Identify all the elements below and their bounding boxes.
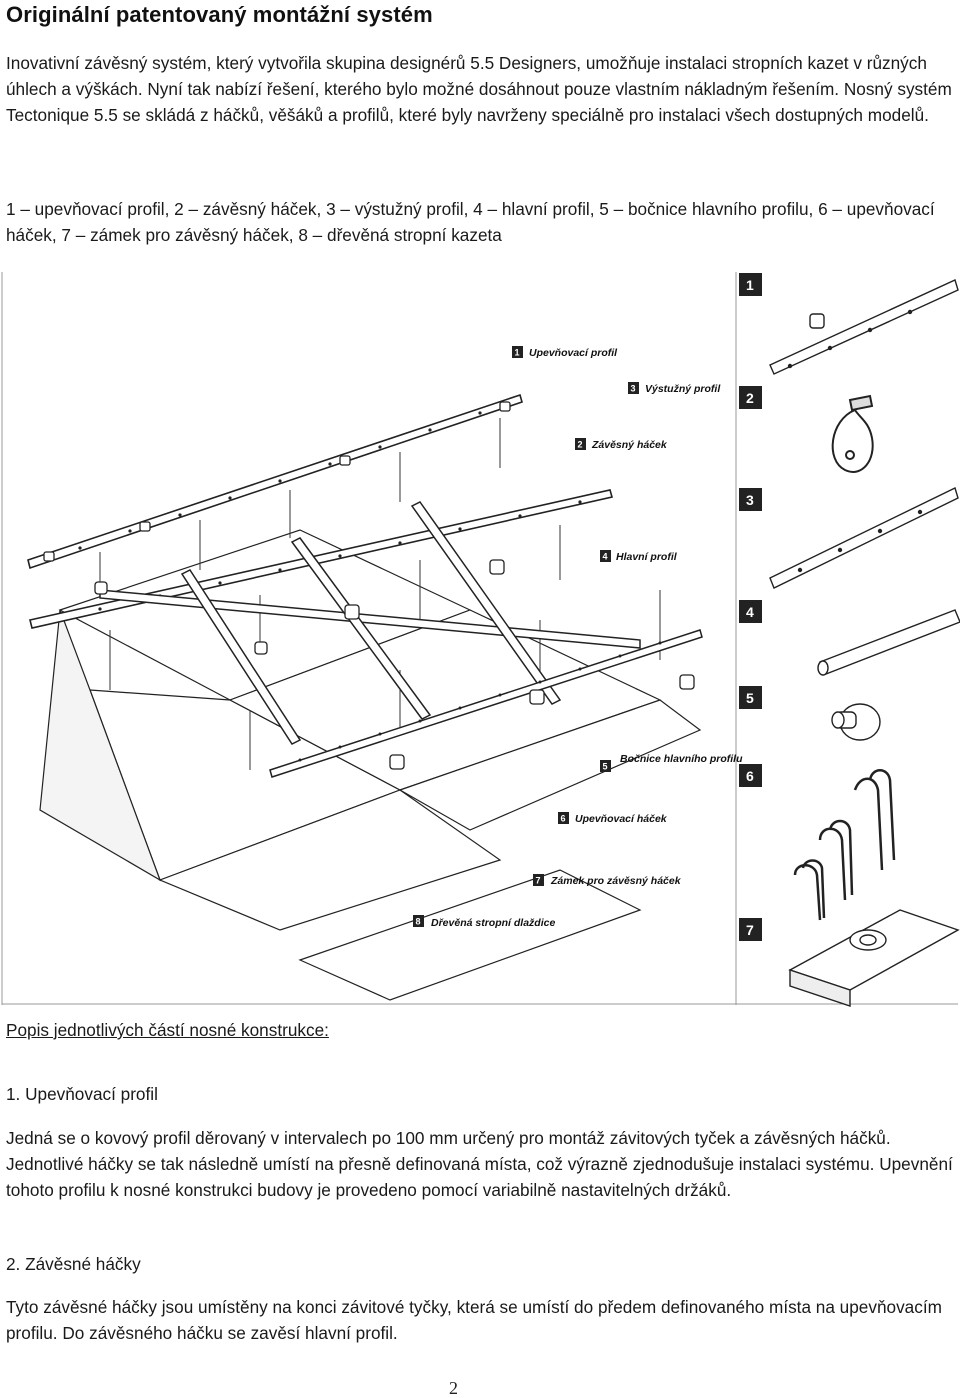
svg-text:7: 7 [746, 922, 754, 938]
item-1-title: 1. Upevňovací profil [6, 1084, 158, 1104]
svg-text:8: 8 [416, 917, 421, 927]
callout-6: 6 Upevňovací háček [558, 812, 668, 825]
svg-text:5: 5 [746, 690, 754, 706]
callout-4: 4 Hlavní profil [600, 550, 678, 563]
svg-text:Výstužný profil: Výstužný profil [645, 383, 721, 395]
svg-text:Bočnice hlavního profilu: Bočnice hlavního profilu [620, 753, 743, 765]
svg-text:Hlavní profil: Hlavní profil [616, 551, 678, 563]
page-title: Originální patentovaný montážní systém [6, 2, 433, 27]
detail-number-1: 1 [739, 273, 762, 296]
svg-text:Upevňovací háček: Upevňovací háček [575, 813, 668, 825]
svg-text:Upevňovací profil: Upevňovací profil [529, 347, 618, 359]
side-cap-detail [831, 703, 881, 741]
detail-number-2: 2 [739, 386, 762, 409]
svg-text:Dřevěná stropní dlaždice: Dřevěná stropní dlaždice [431, 917, 555, 929]
detail-number-7: 7 [739, 918, 762, 941]
ceiling-system-figure: 1 Upevňovací profil 3 Výstužný profil 2 … [0, 270, 960, 1007]
main-profile-holes [298, 641, 662, 762]
exploded-diagram: 1 Upevňovací profil 3 Výstužný profil 2 … [1, 272, 960, 1007]
section-heading: Popis jednotlivých částí nosné konstrukc… [6, 1020, 329, 1040]
callout-8: 8 Dřevěná stropní dlaždice [413, 915, 555, 929]
svg-text:6: 6 [746, 768, 754, 784]
main-profile-detail [817, 609, 960, 676]
svg-text:4: 4 [603, 552, 608, 562]
svg-text:Závěsný háček: Závěsný háček [591, 439, 668, 451]
callout-5: 5 Bočnice hlavního profilu [600, 753, 743, 772]
svg-text:1: 1 [746, 277, 754, 293]
svg-text:6: 6 [561, 814, 566, 824]
detail-number-3: 3 [739, 488, 762, 511]
svg-text:2: 2 [578, 440, 583, 450]
mounting-profiles [27, 393, 614, 629]
callout-3: 3 Výstužný profil [628, 382, 721, 395]
svg-text:3: 3 [631, 384, 636, 394]
svg-text:1: 1 [515, 348, 520, 358]
detail-mounting-profile [769, 279, 959, 375]
item-2-title: 2. Závěsné háčky [6, 1254, 141, 1274]
item-2-body: Tyto závěsné háčky jsou umístěny na konc… [6, 1297, 942, 1344]
svg-text:4: 4 [746, 604, 754, 620]
callout-7: 7 Zámek pro závěsný háček [533, 874, 682, 887]
ceiling-tiles [39, 529, 702, 1001]
main-profiles [99, 501, 703, 778]
intro-paragraph: Inovativní závěsný systém, který vytvoři… [6, 53, 952, 126]
svg-text:Zámek pro závěsný háček: Zámek pro závěsný háček [550, 875, 682, 887]
svg-text:5: 5 [603, 762, 608, 772]
profile-hooks [43, 401, 695, 770]
svg-text:3: 3 [746, 492, 754, 508]
detail-number-4: 4 [739, 600, 762, 623]
reinforcing-profile-detail [769, 487, 959, 589]
detail-number-5: 5 [739, 686, 762, 709]
detail-number-6: 6 [739, 764, 762, 787]
svg-text:2: 2 [746, 390, 754, 406]
parts-legend: 1 – upevňovací profil, 2 – závěsný háček… [6, 199, 935, 246]
svg-text:7: 7 [536, 876, 541, 886]
hanging-hook-detail [831, 394, 874, 473]
callout-2: 2 Závěsný háček [575, 438, 668, 451]
hook-lock-detail [788, 909, 960, 1007]
page-number: 2 [449, 1378, 458, 1398]
item-1-body: Jedná se o kovový profil děrovaný v inte… [6, 1128, 953, 1201]
callout-1: 1 Upevňovací profil [512, 346, 618, 359]
mounting-hooks-detail [793, 769, 896, 921]
